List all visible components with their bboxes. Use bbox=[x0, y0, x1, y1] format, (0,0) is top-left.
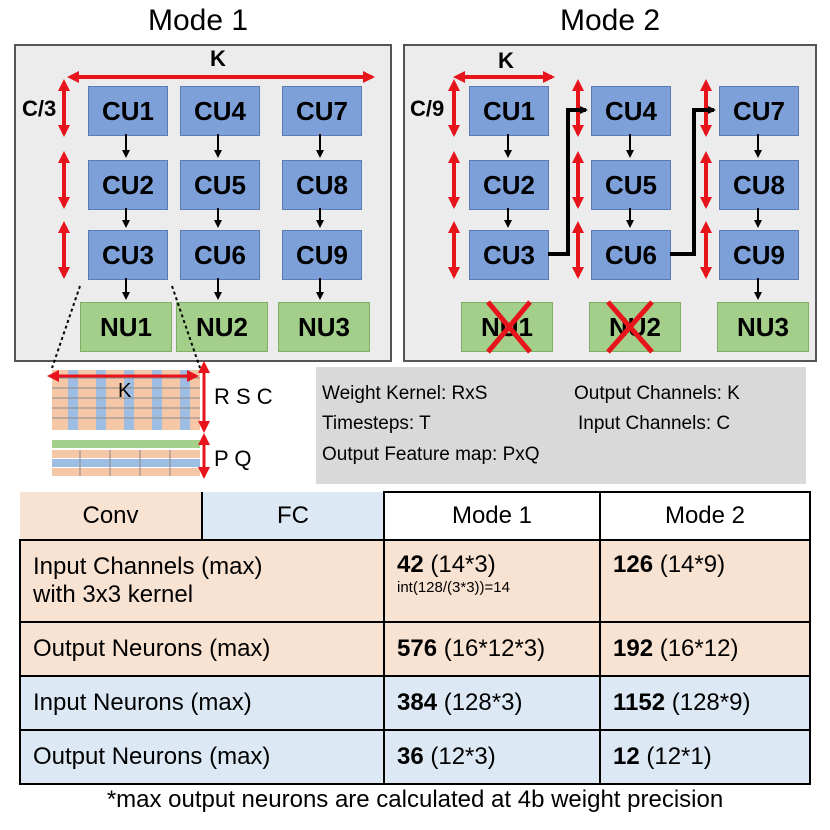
row-mode2-value: 192 (16*12) bbox=[599, 621, 811, 677]
mode2-nu3: NU3 bbox=[717, 302, 809, 352]
mode1-nu3: NU3 bbox=[278, 302, 370, 352]
mode1-cu2: CU2 bbox=[88, 160, 168, 210]
legend-weight-kernel: Weight Kernel: RxS bbox=[322, 383, 488, 404]
mode2-cu2: CU2 bbox=[469, 160, 549, 210]
value-detail: (128*3) bbox=[437, 689, 523, 716]
row-label: Output Neurons (max) bbox=[19, 729, 385, 785]
mode1-k-label: K bbox=[210, 46, 226, 71]
table-row: Output Neurons (max) 36 (12*3) 12 (12*1) bbox=[19, 729, 811, 785]
row-mode1-value: 42 (14*3) int(128/(3*3))=14 bbox=[383, 539, 601, 623]
legend-output-channels: Output Channels: K bbox=[574, 383, 740, 404]
legend-box: Weight Kernel: RxS Output Channels: K Ti… bbox=[316, 367, 806, 484]
value-detail: (14*9) bbox=[653, 551, 726, 578]
value-detail: (16*12) bbox=[653, 635, 739, 662]
mode2-cu7: CU7 bbox=[719, 86, 799, 136]
row-mode1-value: 576 (16*12*3) bbox=[383, 621, 601, 677]
header-mode1: Mode 1 bbox=[383, 491, 601, 541]
row-label: Input Channels (max) with 3x3 kernel bbox=[19, 539, 385, 623]
mode2-cu5: CU5 bbox=[591, 160, 671, 210]
value-detail: (16*12*3) bbox=[437, 635, 546, 662]
inset-pq-label: P Q bbox=[214, 446, 252, 471]
table-row: Input Neurons (max) 384 (128*3) 1152 (12… bbox=[19, 675, 811, 731]
legend-timesteps: Timesteps: T bbox=[322, 413, 431, 434]
mode2-title: Mode 2 bbox=[559, 4, 661, 37]
mode2-cu4: CU4 bbox=[591, 86, 671, 136]
legend-input-channels: Input Channels: C bbox=[578, 413, 731, 434]
value-bold: 126 bbox=[613, 551, 654, 578]
row-mode1-value: 36 (12*3) bbox=[383, 729, 601, 785]
inset-output-map bbox=[52, 433, 210, 479]
mode2-cu9: CU9 bbox=[719, 230, 799, 280]
mode2-nu1: NU1 bbox=[461, 302, 553, 352]
inset-rsc-label: R S C bbox=[214, 384, 273, 409]
mode2-cu3: CU3 bbox=[469, 230, 549, 280]
mode1-cu1: CU1 bbox=[88, 86, 168, 136]
value-detail: (14*3) bbox=[423, 551, 496, 578]
mode1-cu9: CU9 bbox=[282, 230, 362, 280]
value-bold: 42 bbox=[397, 551, 424, 578]
table-row: Input Channels (max) with 3x3 kernel 42 … bbox=[19, 539, 811, 623]
value-detail: (12*1) bbox=[639, 743, 712, 770]
mode1-cu6: CU6 bbox=[180, 230, 260, 280]
row-mode2-value: 1152 (128*9) bbox=[599, 675, 811, 731]
value-bold: 12 bbox=[613, 743, 640, 770]
row-label-line1: Input Channels (max) bbox=[33, 553, 263, 580]
value-bold: 192 bbox=[613, 635, 654, 662]
header-mode2: Mode 2 bbox=[599, 491, 811, 541]
row-label-line2: with 3x3 kernel bbox=[33, 581, 194, 608]
mode1-cu8: CU8 bbox=[282, 160, 362, 210]
mode1-c-label: C/3 bbox=[22, 96, 57, 121]
mode2-c-label: C/9 bbox=[410, 96, 445, 121]
mode1-cu5: CU5 bbox=[180, 160, 260, 210]
row-mode1-value: 384 (128*3) bbox=[383, 675, 601, 731]
value-detail: (128*9) bbox=[665, 689, 751, 716]
table-header-row: Conv FC Mode 1 Mode 2 bbox=[20, 491, 811, 541]
mode1-nu1: NU1 bbox=[80, 302, 172, 352]
mode1-cu3: CU3 bbox=[88, 230, 168, 280]
value-bold: 384 bbox=[397, 689, 438, 716]
value-bold: 36 bbox=[397, 743, 424, 770]
legend-output-feature-map: Output Feature map: PxQ bbox=[322, 444, 540, 465]
mode2-cu1: CU1 bbox=[469, 86, 549, 136]
value-bold: 576 bbox=[397, 635, 438, 662]
header-fc: FC bbox=[201, 492, 385, 541]
row-mode2-value: 12 (12*1) bbox=[599, 729, 811, 785]
mode1-title: Mode 1 bbox=[147, 4, 249, 37]
mode1-panel: CU1 CU2 CU3 CU4 CU5 CU6 CU7 CU8 CU9 NU1 … bbox=[14, 44, 392, 362]
inset-k-label: K bbox=[118, 380, 132, 402]
value-detail: (12*3) bbox=[423, 743, 496, 770]
value-bold: 1152 bbox=[613, 689, 666, 716]
row-mode2-value: 126 (14*9) bbox=[599, 539, 811, 623]
row-label: Input Neurons (max) bbox=[19, 675, 385, 731]
mode1-cu7: CU7 bbox=[282, 86, 362, 136]
row-label: Output Neurons (max) bbox=[19, 621, 385, 677]
value-note: int(128/(3*3))=14 bbox=[397, 579, 510, 596]
mode2-cu8: CU8 bbox=[719, 160, 799, 210]
mode2-k-label: K bbox=[498, 48, 514, 73]
mode1-nu2: NU2 bbox=[176, 302, 268, 352]
comparison-table: Conv FC Mode 1 Mode 2 Input Channels (ma… bbox=[19, 491, 811, 785]
mode2-panel: CU1 CU2 CU3 CU4 CU5 CU6 CU7 CU8 CU9 NU1 … bbox=[403, 44, 817, 362]
table-row: Output Neurons (max) 576 (16*12*3) 192 (… bbox=[19, 621, 811, 677]
header-conv: Conv bbox=[20, 492, 203, 541]
mode1-cu4: CU4 bbox=[180, 86, 260, 136]
mode2-cu6: CU6 bbox=[591, 230, 671, 280]
footnote: *max output neurons are calculated at 4b… bbox=[106, 786, 724, 813]
mode2-nu2: NU2 bbox=[589, 302, 681, 352]
